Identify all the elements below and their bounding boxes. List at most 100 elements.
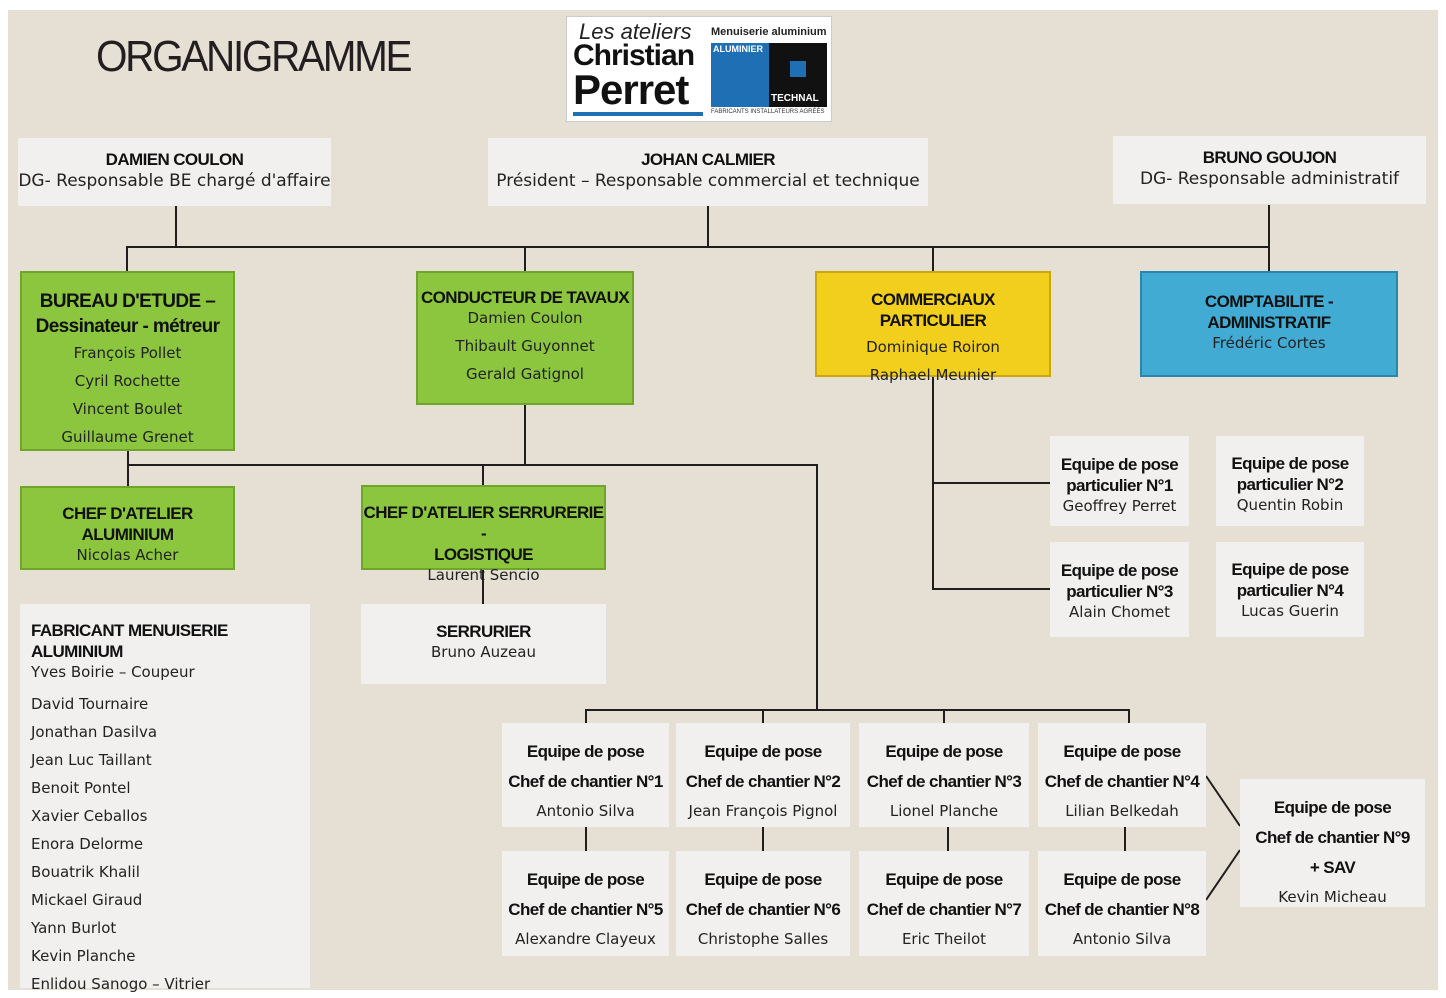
compta-title: COMPTABILITE - ADMINISTRATIF [1204,292,1334,332]
team-line-1: Equipe de pose [1063,742,1181,761]
fabricant-box: FABRICANT MENUISERIE ALUMINIUM Yves Boir… [20,604,310,993]
team-member-name: Antonio Silva [536,802,635,820]
chantier-team-2: Equipe de pose Chef de chantier N°2 Jean… [676,723,850,827]
connector [947,826,949,852]
team9-connectors [1205,775,1241,901]
team-line-2: Chef de chantier N°8 [1044,900,1200,919]
chef-alu-box: CHEF D'ATELIER ALUMINIUM Nicolas Acher [20,486,235,570]
fabricant-member: David Tournaire [31,695,149,713]
particulier-team-4: Equipe de pose particulier N°4 Lucas Gue… [1216,542,1364,637]
connector [762,709,764,724]
team-line-1: Equipe de pose [885,742,1003,761]
team-line-2: particulier N°3 [1066,582,1173,601]
team-line-2: Chef de chantier N°6 [685,900,841,919]
chantier-team-1: Equipe de pose Chef de chantier N°1 Anto… [502,723,669,827]
connector [932,588,1052,590]
bureau-title-1: BUREAU D'ETUDE – [39,291,216,312]
chef-serr-name: Laurent Sencio [427,566,540,584]
team-line-1: Equipe de pose [526,742,645,761]
fabricant-member: Jonathan Dasilva [31,723,158,741]
director-right-box: BRUNO GOUJON DG- Responsable administrat… [1113,136,1426,204]
team-line-3: + SAV [1309,858,1356,877]
connector [585,826,587,852]
connector [127,464,817,466]
chef-serr-title-1: CHEF D'ATELIER SERRURERIE - [363,503,605,543]
commerciaux-title: COMMERCIAUX PARTICULIER [871,290,995,330]
conducteur-member: Damien Coulon [467,309,583,327]
team-member-name: Quentin Robin [1236,496,1344,514]
logo-blue-block [711,43,769,107]
company-logo: Les ateliers Christian Perret Menuiserie… [566,16,832,122]
compta-member: Frédéric Cortes [1212,334,1326,352]
connector [126,246,1270,248]
fabricant-member: Yves Boirie – Coupeur [31,663,195,681]
team-line-1: Equipe de pose [1063,870,1181,889]
team-line-1: Equipe de pose [1231,454,1349,473]
connector [1128,709,1130,724]
director-center-name: JOHAN CALMIER [641,150,775,169]
chef-alu-title-1: CHEF D'ATELIER [62,504,193,523]
chantier-team-7: Equipe de pose Chef de chantier N°7 Eric… [859,851,1029,956]
team-line-1: Equipe de pose [1231,560,1349,579]
bureau-etude-box: BUREAU D'ETUDE – Dessinateur - métreur F… [20,271,235,451]
logo-line-2: Christian [573,39,695,72]
director-left-box: DAMIEN COULON DG- Responsable BE chargé … [18,138,331,206]
conducteur-member: Thibault Guyonnet [455,337,595,355]
bureau-member: Cyril Rochette [74,372,181,390]
team-member-name: Christophe Salles [697,930,829,948]
fabricant-member: Bouatrik Khalil [31,863,140,881]
bureau-member: Vincent Boulet [72,400,183,418]
chef-alu-title-2: ALUMINIUM [81,525,174,544]
bureau-member: François Pollet [73,344,182,362]
team-line-1: Equipe de pose [885,870,1003,889]
connector [126,246,128,272]
logo-underline [573,112,703,116]
chantier-team-6: Equipe de pose Chef de chantier N°6 Chri… [676,851,850,956]
logo-footer: FABRICANTS INSTALLATEURS AGRÉÉS [711,109,825,115]
fabricant-member: Mickael Giraud [31,891,143,909]
connector [127,450,129,487]
team-line-1: Equipe de pose [1273,798,1392,817]
fabricant-member: Jean Luc Taillant [31,751,152,769]
technal-icon [790,61,806,77]
team-line-2: Chef de chantier N°2 [685,772,841,791]
team-member-name: Jean François Pignol [688,802,838,820]
director-left-name: DAMIEN COULON [105,150,244,169]
team-member-name: Alexandre Clayeux [515,930,656,948]
particulier-team-2: Equipe de pose particulier N°2 Quentin R… [1216,436,1364,526]
team-member-name: Lilian Belkedah [1065,802,1179,820]
team-line-1: Equipe de pose [1060,455,1179,474]
connector [1124,826,1126,852]
bureau-member: Guillaume Grenet [61,428,194,446]
chantier-team-3: Equipe de pose Chef de chantier N°3 Lion… [859,723,1029,827]
chef-serr-title-2: LOGISTIQUE [434,545,533,564]
fabricant-member: Benoit Pontel [31,779,131,797]
fabricant-title: FABRICANT MENUISERIE ALUMINIUM [31,621,228,661]
conducteur-title: CONDUCTEUR DE TAVAUX [420,288,630,307]
director-right-role: DG- Responsable administratif [1139,169,1400,189]
fabricant-member: Xavier Ceballos [31,807,148,825]
team-member-name: Alain Chomet [1069,603,1170,621]
team-line-2: Chef de chantier N°7 [866,900,1022,919]
team-member-name: Antonio Silva [1072,930,1172,948]
logo-line-3: Perret [573,66,689,113]
commerciaux-member: Dominique Roiron [866,338,1000,356]
team-member-name: Geoffrey Perret [1062,497,1177,515]
conducteur-box: CONDUCTEUR DE TAVAUX Damien Coulon Thiba… [416,271,634,405]
team-line-2: particulier N°4 [1236,581,1344,600]
serrurier-title: SERRURIER [436,622,531,641]
director-center-box: JOHAN CALMIER Président – Responsable co… [488,138,928,206]
chef-alu-name: Nicolas Acher [76,546,179,564]
team-line-2: Chef de chantier N°9 [1255,828,1410,847]
logo-brand-technal: TECHNAL [771,93,819,104]
director-left-role: DG- Responsable BE chargé d'affaire [18,171,331,191]
connector [585,709,1129,711]
team-line-1: Equipe de pose [704,870,822,889]
commerciaux-member: Raphael Meunier [869,366,997,384]
connector [932,482,1052,484]
connector [762,826,764,852]
page-title: ORGANIGRAMME [96,32,413,81]
conducteur-member: Gerald Gatignol [466,365,584,383]
team-line-2: particulier N°2 [1236,475,1344,494]
